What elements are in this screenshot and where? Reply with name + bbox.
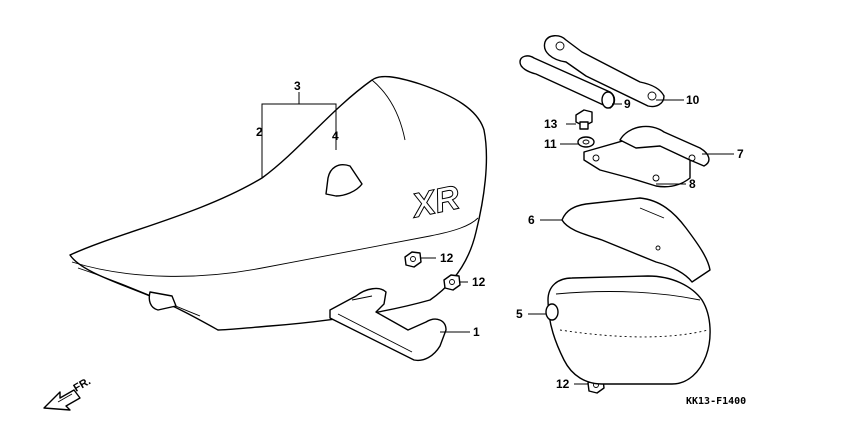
callout-9: 9: [624, 97, 631, 111]
callout-12-b: 12: [472, 275, 486, 289]
part-11-washer: [577, 136, 595, 148]
part-13-bolt: [575, 109, 593, 130]
callout-12-c: 12: [556, 377, 570, 391]
callout-1: 1: [473, 325, 480, 339]
part-10-wrench: [543, 35, 665, 108]
part-8-bracket-plate: [583, 135, 691, 188]
callout-3: 3: [294, 79, 301, 93]
callout-7: 7: [737, 147, 744, 161]
part-12-nut-a: [404, 251, 422, 268]
leader-lines: [261, 92, 734, 385]
part-7-clamp: [619, 125, 710, 167]
callout-10: 10: [686, 93, 700, 107]
front-label: FR.: [72, 375, 93, 394]
part-5-tool-bag: [545, 275, 711, 385]
part-12-nut-b: [443, 274, 461, 291]
drawing-code: KK13-F1400: [686, 396, 746, 407]
callout-8: 8: [689, 177, 696, 191]
seat-emblem: XR: [407, 178, 463, 225]
callout-6: 6: [528, 213, 535, 227]
callout-5: 5: [516, 307, 523, 321]
front-direction-arrow: FR.: [43, 375, 93, 411]
part-1-bracket: [329, 287, 447, 362]
seat: XR: [69, 75, 488, 331]
part-6-tray: [561, 197, 711, 283]
callout-4: 4: [332, 129, 339, 143]
callout-13: 13: [544, 117, 558, 131]
part-9-tool: [519, 55, 616, 109]
callout-12-a: 12: [440, 251, 454, 265]
callout-11: 11: [544, 137, 557, 151]
callout-2: 2: [256, 125, 263, 139]
